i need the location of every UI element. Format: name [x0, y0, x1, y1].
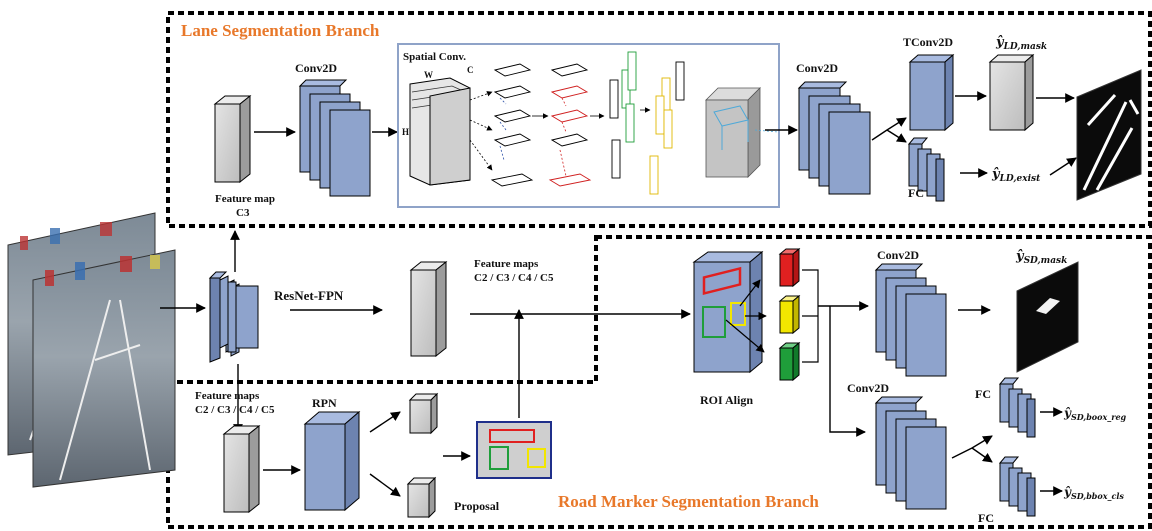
- tconv2d-label: TConv2D: [903, 35, 953, 49]
- conv2d-lane-2-block: [797, 81, 871, 195]
- roi-align-label: ROI Align: [700, 393, 753, 407]
- lane-branch-title: Lane Segmentation Branch: [181, 21, 380, 40]
- y-sd-mask-label: ŷSD,mask: [1015, 249, 1067, 266]
- feature-maps-rpn-label-2: C2 / C3 / C4 / C5: [195, 404, 275, 416]
- conv-to-fc-cls-arrow: [971, 447, 993, 463]
- fc-reg-block: [998, 377, 1036, 438]
- resnet-fpn-block: [208, 271, 259, 363]
- spatial-c-label: C: [467, 65, 474, 75]
- tconv2d-block: [908, 53, 955, 132]
- feature-maps-label-1: Feature maps: [474, 258, 539, 270]
- feature-maps-rpn-label-1: Feature maps: [195, 390, 260, 402]
- sd-mask-output-image: [1016, 261, 1079, 373]
- input-image-front: [32, 249, 176, 488]
- feature-maps-label-2: C2 / C3 / C4 / C5: [474, 272, 554, 284]
- rpn-to-bottom-arrow: [369, 473, 401, 497]
- proposal-block: [476, 421, 552, 479]
- ld-mask-block: [988, 53, 1035, 132]
- y-ld-exist-label: ŷLD,exist: [991, 167, 1041, 184]
- roi-align-block: [692, 250, 767, 374]
- rpn-to-top-arrow: [369, 411, 401, 433]
- rpn-block: [303, 410, 361, 512]
- spatial-conv-label: Spatial Conv.: [403, 51, 466, 63]
- conv2d-to-tconv-arrow: [871, 117, 907, 141]
- ldexist-to-output-arrow: [1049, 157, 1077, 176]
- conv2d-lane-label: Conv2D: [295, 61, 337, 75]
- conv2d-lane-block: [298, 79, 371, 197]
- y-ld-mask-label: ŷLD,mask: [995, 35, 1047, 52]
- spatial-h-label: H: [402, 127, 409, 137]
- feature-maps-block: [409, 260, 448, 358]
- y-sd-reg-label: ŷSD,boox_reg: [1063, 406, 1127, 422]
- y-sd-cls-label: ŷSD,bbox_cls: [1063, 485, 1124, 501]
- conv2d-sd-box-block: [874, 396, 947, 510]
- lane-branch-border: [166, 11, 1152, 228]
- road-marker-branch-border: [166, 235, 1152, 529]
- fc-cls-label: FC: [978, 511, 994, 525]
- conv2d-sd-mask-block: [874, 263, 947, 377]
- lane-output-image: [1076, 69, 1142, 201]
- fc-lane-block: [907, 137, 945, 202]
- feature-map-c3-label-2: C3: [236, 207, 250, 219]
- conv2d-lane-2-label: Conv2D: [796, 61, 838, 75]
- rpn-label: RPN: [312, 396, 337, 410]
- conv2d-to-fc-arrow: [886, 129, 907, 143]
- feature-map-c3-block: [213, 94, 252, 184]
- fc-lane-label: FC: [908, 186, 924, 200]
- rpn-small-bottom-block: [406, 476, 437, 519]
- spatial-w-label: W: [424, 70, 433, 80]
- road-marker-branch-title: Road Marker Segmentation Branch: [558, 492, 819, 511]
- conv-to-fc-reg-arrow: [951, 435, 993, 459]
- fc-cls-block: [998, 456, 1036, 517]
- resnet-fpn-label: ResNet-FPN: [274, 288, 344, 303]
- conv2d-sd-mask-label: Conv2D: [877, 248, 919, 262]
- feature-map-c3-label-1: Feature map: [215, 193, 275, 205]
- spatial-conv-illustration: [409, 51, 779, 195]
- input-images: [7, 212, 176, 488]
- rpn-feature-block: [222, 424, 261, 514]
- fc-reg-label: FC: [975, 387, 991, 401]
- roi-green-block: [778, 341, 801, 382]
- roi-merge-bracket: [802, 269, 819, 363]
- conv2d-sd-box-label: Conv2D: [847, 381, 889, 395]
- roi-yellow-block: [778, 294, 801, 335]
- proposal-label: Proposal: [454, 499, 500, 513]
- rpn-small-top-block: [408, 392, 439, 435]
- roi-to-box-conv-arrow: [829, 306, 866, 437]
- roi-red-block: [778, 247, 801, 288]
